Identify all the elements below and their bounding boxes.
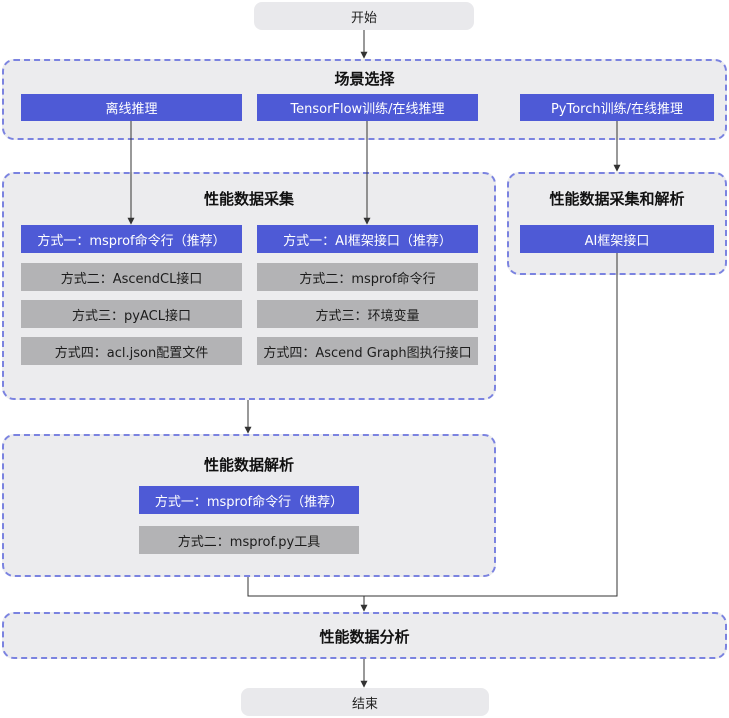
collect-left-method-1: 方式一：msprof命令行（推荐） bbox=[21, 225, 242, 253]
scene-offline-inference: 离线推理 bbox=[21, 94, 242, 121]
collect-right-method-1: 方式一：AI框架接口（推荐） bbox=[257, 225, 478, 253]
analysis-group: 性能数据分析 bbox=[2, 612, 727, 659]
parse-method-1: 方式一：msprof命令行（推荐） bbox=[139, 486, 359, 514]
collection-parsing-title: 性能数据采集和解析 bbox=[549, 190, 685, 208]
collect-right-method-2: 方式二：msprof命令行 bbox=[257, 263, 478, 291]
end-node: 结束 bbox=[241, 688, 489, 716]
scene-pytorch: PyTorch训练/在线推理 bbox=[520, 94, 714, 121]
analysis-title: 性能数据分析 bbox=[319, 628, 410, 646]
start-node: 开始 bbox=[254, 2, 474, 30]
collect-right-method-4: 方式四：Ascend Graph图执行接口 bbox=[257, 337, 478, 365]
collect-right-method-3: 方式三：环境变量 bbox=[257, 300, 478, 328]
collect-left-method-3: 方式三：pyACL接口 bbox=[21, 300, 242, 328]
scene-selection-title: 场景选择 bbox=[334, 70, 395, 88]
collect-left-method-4: 方式四：acl.json配置文件 bbox=[21, 337, 242, 365]
parsing-title: 性能数据解析 bbox=[203, 456, 294, 474]
collect-left-method-2: 方式二：AscendCL接口 bbox=[21, 263, 242, 291]
ai-framework-interface: AI框架接口 bbox=[520, 225, 714, 253]
line-ai-framework-to-merge bbox=[364, 253, 618, 597]
collection-title: 性能数据采集 bbox=[203, 190, 294, 208]
scene-tensorflow: TensorFlow训练/在线推理 bbox=[257, 94, 478, 121]
line-parse-to-merge bbox=[247, 577, 364, 597]
parse-method-2: 方式二：msprof.py工具 bbox=[139, 526, 359, 554]
